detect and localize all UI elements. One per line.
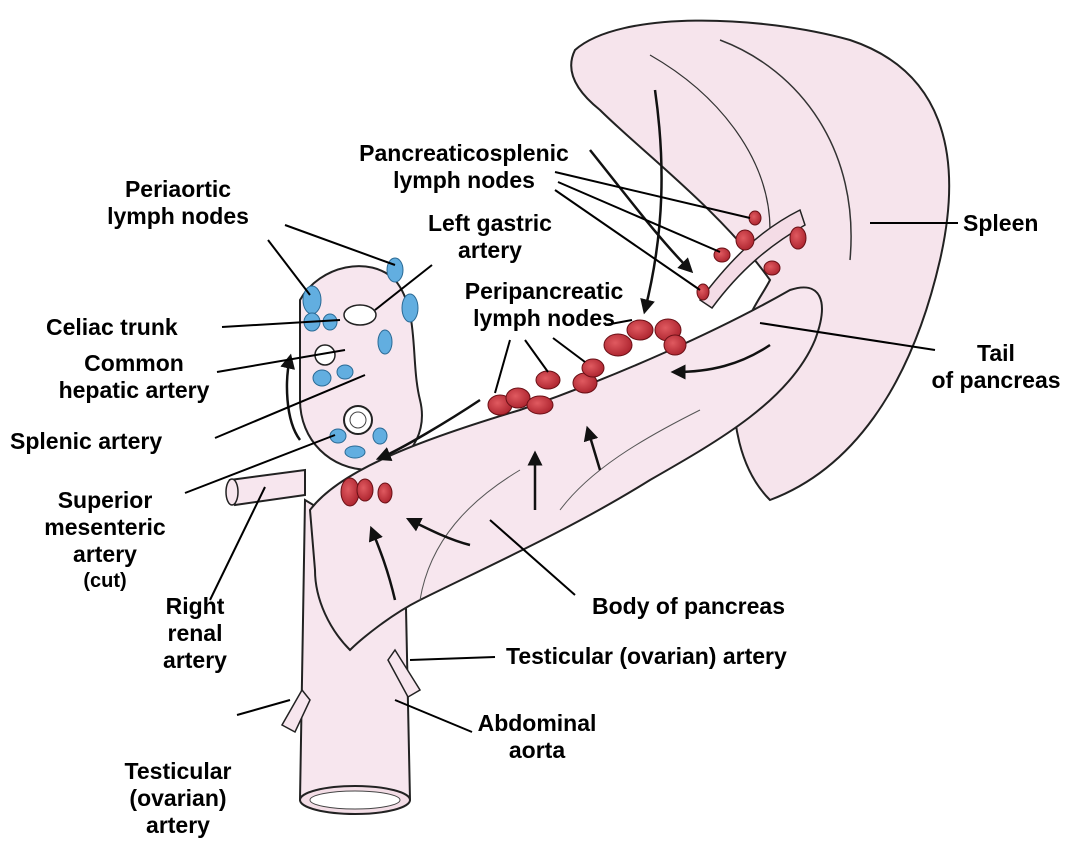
- label-common-hepatic-artery: Common hepatic artery: [44, 350, 224, 404]
- label-body-of-pancreas: Body of pancreas: [592, 593, 785, 620]
- label-spleen: Spleen: [963, 210, 1038, 237]
- label-superior-mesenteric-artery: Superior mesenteric artery: [30, 487, 180, 568]
- right-renal-artery-vessel: [230, 470, 305, 505]
- label-cut: (cut): [65, 568, 145, 595]
- label-testicular-ovarian-artery-right: Testicular (ovarian) artery: [506, 643, 787, 670]
- label-tail-of-pancreas: Tail of pancreas: [918, 340, 1074, 394]
- label-abdominal-aorta: Abdominal aorta: [462, 710, 612, 764]
- label-periaortic-lymph-nodes: Periaortic lymph nodes: [78, 176, 278, 230]
- label-right-renal-artery: Right renal artery: [140, 593, 250, 674]
- label-splenic-artery: Splenic artery: [10, 428, 162, 455]
- label-celiac-trunk: Celiac trunk: [46, 314, 178, 341]
- label-left-gastric-artery: Left gastric artery: [400, 210, 580, 264]
- label-pancreaticosplenic-lymph-nodes: Pancreaticosplenic lymph nodes: [328, 140, 600, 194]
- label-peripancreatic-lymph-nodes: Peripancreatic lymph nodes: [428, 278, 660, 332]
- label-testicular-ovarian-artery-left: Testicular (ovarian) artery: [98, 758, 258, 839]
